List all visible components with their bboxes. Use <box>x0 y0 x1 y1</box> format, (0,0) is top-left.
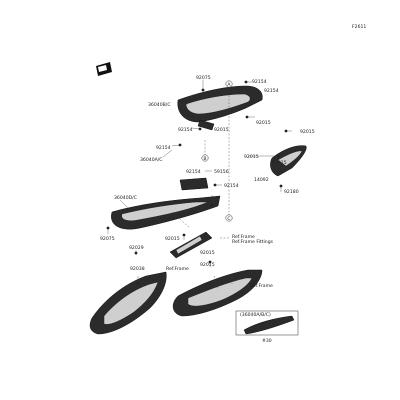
leader-lines <box>107 80 292 283</box>
callout-92154-e: 92154 <box>186 169 201 175</box>
callout-92015-g: 92015 <box>200 250 215 256</box>
callout-92180: 92180 <box>284 189 299 195</box>
callout-92038: 92038 <box>130 266 145 272</box>
callout-labels: 92075 36040B/C 92154 92154 92015 92015 9… <box>100 75 315 289</box>
callout-92075-top: 92075 <box>196 75 211 81</box>
reference-markers: A B C <box>201 80 233 222</box>
callout-92029: 92029 <box>129 245 144 251</box>
reference-lines <box>171 88 233 291</box>
callout-36040d: 36040D/C <box>114 195 137 201</box>
callout-14092: 14092 <box>254 177 269 183</box>
callout-92154-d: 92154 <box>156 145 171 151</box>
bracket-center <box>169 231 213 259</box>
inset-label: (36040A/B/C) <box>240 312 271 318</box>
callout-ref-frame-3: Ref.Frame <box>250 283 273 289</box>
callout-ref-frame-2: Ref.Frame <box>166 266 189 272</box>
callout-92015-c: 92015 <box>214 127 229 133</box>
svg-text:C: C <box>227 216 230 222</box>
svg-text:A: A <box>227 82 231 88</box>
callout-92015-b: 92015 <box>300 129 315 135</box>
callout-92015-h: 92015 <box>200 262 215 268</box>
seat-cowl-upper <box>177 85 263 131</box>
front-direction-icon <box>96 62 112 76</box>
callout-92015-d: 92015 <box>244 154 259 160</box>
callout-92015-f: 92015 <box>165 236 180 242</box>
side-cover-lower-left <box>89 271 167 335</box>
side-cover-lower-right <box>172 269 263 317</box>
callout-92154-a: 92154 <box>252 79 267 85</box>
tail-cowl-lower <box>111 195 221 230</box>
callout-92154-b: 92154 <box>264 88 279 94</box>
side-cover-right <box>270 145 307 177</box>
inset-box: (36040A/B/C) #30 <box>235 310 299 344</box>
callout-36040b: 36040B/C <box>148 102 171 108</box>
callout-ref-frame-1: Ref.Frame <box>232 234 255 240</box>
callout-92154-c: 92154 <box>178 127 193 133</box>
callout-92075-mid: 92075 <box>100 236 115 242</box>
callout-92015-e: 92015 <box>272 160 287 166</box>
callout-92015-a: 92015 <box>256 120 271 126</box>
inset-caption: #30 <box>262 338 272 344</box>
svg-text:B: B <box>203 156 206 162</box>
callout-92154-f: 92154 <box>224 183 239 189</box>
callout-36040a: 36040A/C <box>140 157 163 163</box>
panel-59156 <box>179 177 209 191</box>
callout-59156: 59156 <box>214 169 229 175</box>
figure-code: F2611 <box>352 24 366 30</box>
callout-ref-frame-fittings: Ref.Frame Fittings <box>232 239 274 245</box>
